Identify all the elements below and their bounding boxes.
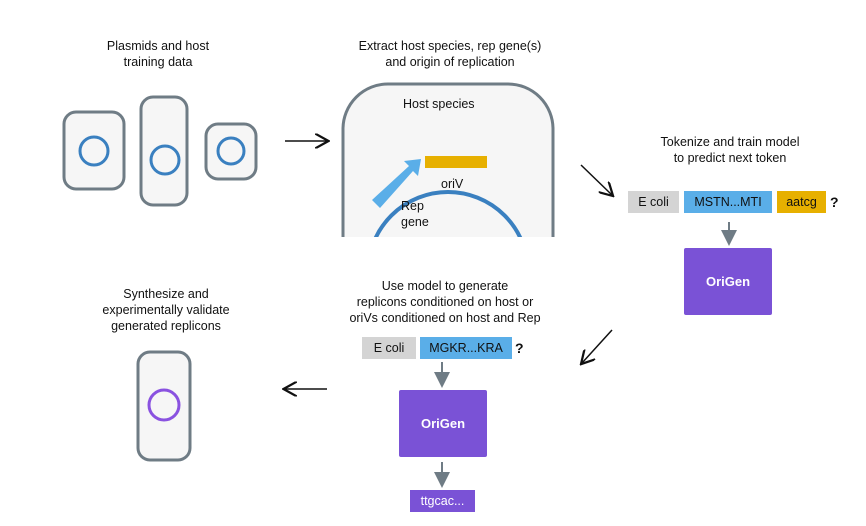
generated-sequence-token: ttgcac... — [410, 490, 475, 512]
step5-label-line: Synthesize and — [123, 287, 209, 301]
step4-label-line: Use model to generate — [381, 279, 509, 293]
host-cell-zoom — [341, 82, 555, 237]
step4-label-line: oriVs conditioned on host and Rep — [349, 311, 541, 325]
step2-label-line: Extract host species, rep gene(s) — [358, 39, 542, 53]
arrow-diagonal-icon — [582, 329, 613, 363]
rep-protein-token: MGKR...KRA — [420, 337, 512, 359]
plasmid-icon — [147, 388, 181, 422]
origen-model-box: OriGen — [399, 390, 487, 457]
training-cell-1 — [62, 110, 126, 191]
host-token: E coli — [628, 191, 679, 213]
rep-protein-token: MSTN...MTI — [684, 191, 772, 213]
step4-label: Use model to generate replicons conditio… — [320, 278, 570, 326]
step5-label: Synthesize and experimentally validate g… — [86, 286, 246, 334]
training-cell-3 — [204, 122, 258, 181]
step3-label-line: Tokenize and train model — [660, 135, 800, 149]
oriv-segment — [425, 156, 487, 168]
rep-gene-label-line: gene — [401, 215, 429, 229]
step1-label: Plasmids and host training data — [88, 38, 228, 70]
next-token-qmark: ? — [515, 340, 524, 356]
step5-label-line: generated replicons — [111, 319, 221, 333]
validation-cell — [136, 350, 192, 462]
step2-label-line: and origin of replication — [385, 55, 515, 69]
training-cell-2 — [139, 95, 189, 207]
step4-label-line: replicons conditioned on host or — [356, 295, 534, 309]
host-token: E coli — [362, 337, 416, 359]
plasmid-icon — [149, 144, 181, 176]
host-species-label: Host species — [403, 97, 475, 111]
rep-gene-label: Rep gene — [401, 198, 429, 230]
step1-label-line: training data — [123, 55, 193, 69]
origen-model-box: OriGen — [684, 248, 772, 315]
step3-label-line: to predict next token — [673, 151, 787, 165]
plasmid-arc — [373, 190, 523, 237]
step5-label-line: experimentally validate — [102, 303, 230, 317]
plasmid-icon — [78, 135, 110, 167]
arrow-diagonal-icon — [580, 164, 612, 195]
oriv-label: oriV — [441, 177, 464, 191]
plasmid-icon — [216, 136, 246, 166]
rep-gene-label-line: Rep — [401, 199, 424, 213]
rep-gene-arrow — [372, 159, 421, 208]
oriv-dna-token: aatcg — [777, 191, 826, 213]
step3-label: Tokenize and train model to predict next… — [630, 134, 830, 166]
step1-label-line: Plasmids and host — [106, 39, 210, 53]
step2-label: Extract host species, rep gene(s) and or… — [330, 38, 570, 70]
next-token-qmark: ? — [830, 194, 839, 210]
